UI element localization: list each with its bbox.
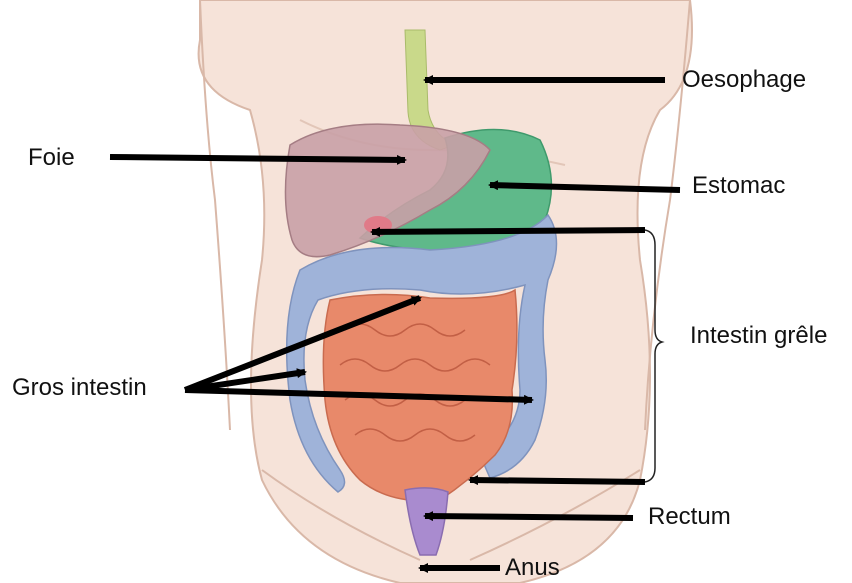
arrow-foie: [110, 157, 405, 160]
label-intestin-grele: Intestin grêle: [690, 324, 827, 348]
arrow-rectum: [425, 516, 633, 518]
arrow-intestin-bottom: [470, 480, 645, 482]
arrow-intestin-top: [372, 230, 645, 232]
label-anus: Anus: [505, 556, 560, 580]
label-rectum: Rectum: [648, 505, 731, 529]
label-oesophage: Oesophage: [682, 68, 806, 92]
label-foie: Foie: [28, 146, 75, 170]
label-estomac: Estomac: [692, 174, 785, 198]
label-gros-intestin: Gros intestin: [12, 376, 147, 400]
